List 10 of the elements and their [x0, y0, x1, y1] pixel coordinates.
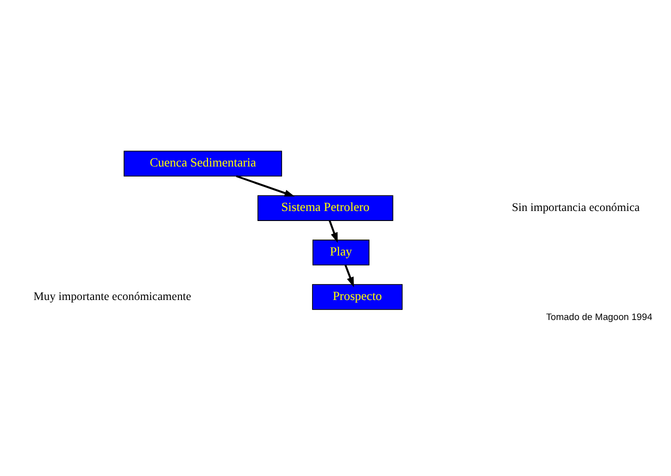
label: Sin importancia económica	[512, 200, 640, 214]
node-box: Play	[312, 239, 370, 265]
label: Muy importante económicamente	[34, 289, 192, 302]
node-box: Sistema Petrolero	[257, 194, 394, 220]
node-box: Cuenca Sedimentaria	[124, 150, 282, 176]
node-box: Prospecto	[312, 284, 403, 310]
arrow	[236, 174, 295, 196]
caption: Tomado de Magoon 1994	[546, 312, 652, 322]
arrow	[328, 220, 338, 242]
arrow	[344, 264, 354, 287]
